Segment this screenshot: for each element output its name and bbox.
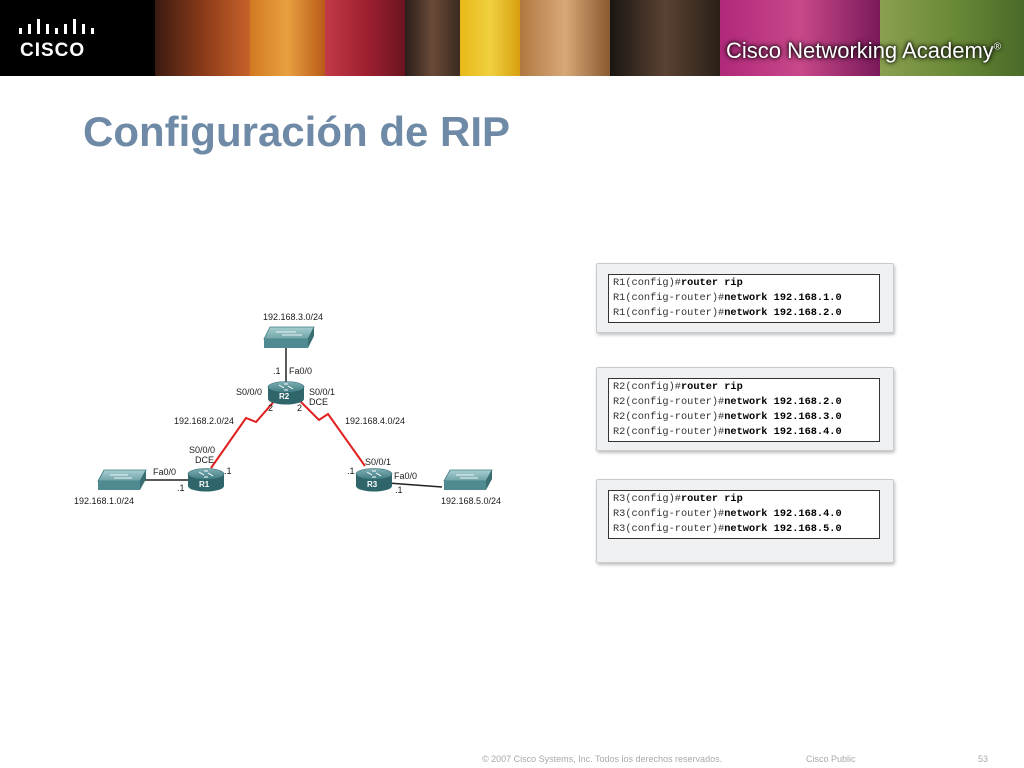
academy-text: Cisco Networking Academy — [726, 38, 994, 63]
router-r1-label: R1 — [199, 480, 210, 489]
config-box-r2: R2(config)#router rip R2(config-router)#… — [596, 367, 894, 451]
cisco-logo: CISCO — [0, 0, 155, 76]
config-line: R2(config-router)#network 192.168.4.0 — [613, 426, 842, 438]
cisco-bars-icon — [19, 19, 94, 34]
network-label-right-link: 192.168.4.0/24 — [345, 416, 405, 426]
academy-registered-mark: ® — [993, 41, 1002, 53]
footer-classification: Cisco Public — [806, 754, 856, 764]
academy-brand: Cisco Networking Academy® — [726, 38, 1001, 64]
banner-photo-1 — [155, 0, 250, 76]
banner-photo-7 — [610, 0, 720, 76]
switch-left — [97, 469, 147, 490]
footer-copyright: © 2007 Cisco Systems, Inc. Todos los der… — [482, 754, 723, 764]
config-box-r3: R3(config)#router rip R3(config-router)#… — [596, 479, 894, 563]
r2-serial-left-label: S0/0/0 — [236, 387, 262, 397]
config-line: R2(config)#router rip — [613, 381, 743, 393]
config-terminal-r1: R1(config)#router rip R1(config-router)#… — [608, 274, 880, 323]
network-label-lan-right: 192.168.5.0/24 — [441, 496, 501, 506]
config-box-r1: R1(config)#router rip R1(config-router)#… — [596, 263, 894, 333]
config-line: R2(config-router)#network 192.168.3.0 — [613, 411, 842, 423]
switch-right — [443, 469, 493, 490]
config-line: R1(config-router)#network 192.168.1.0 — [613, 292, 842, 304]
link-r3-switch-right — [387, 482, 443, 488]
cisco-wordmark: CISCO — [20, 40, 86, 61]
r1-serial-host-label: .1 — [224, 466, 232, 476]
banner-photo-6 — [520, 0, 610, 76]
r2-fa-host-label: .1 — [273, 366, 281, 376]
r3-fa-label: Fa0/0 — [394, 471, 417, 481]
config-terminal-r3: R3(config)#router rip R3(config-router)#… — [608, 490, 880, 539]
r2-fa-label: Fa0/0 — [289, 366, 312, 376]
config-line: R1(config-router)#network 192.168.2.0 — [613, 307, 842, 319]
serial-link-r2-r3 — [296, 397, 366, 467]
r2-dce-label: DCE — [309, 397, 328, 407]
network-label-left-link: 192.168.2.0/24 — [174, 416, 234, 426]
router-r2: R2 — [267, 381, 305, 405]
r2-host-left-label: 2 — [268, 403, 273, 413]
config-terminal-r2: R2(config)#router rip R2(config-router)#… — [608, 378, 880, 442]
r1-dce-label: DCE — [195, 455, 214, 465]
router-r2-label: R2 — [279, 392, 290, 401]
config-line: R3(config-router)#network 192.168.5.0 — [613, 523, 842, 535]
config-line: R1(config)#router rip — [613, 277, 743, 289]
r2-serial-right-label: S0/0/1 — [309, 387, 335, 397]
r3-serial-host-label: .1 — [347, 466, 355, 476]
router-r1: R1 — [187, 468, 225, 492]
slide-title: Configuración de RIP — [83, 108, 511, 155]
network-diagram: R2 R1 R3 192.168.3.0/24 .1 Fa0/0 S0/0/0 … — [74, 312, 501, 506]
header-banner: CISCO Cisco Networking Academy® — [0, 0, 1024, 76]
serial-link-r1-r2 — [210, 397, 278, 469]
config-line: R2(config-router)#network 192.168.2.0 — [613, 396, 842, 408]
banner-photo-3 — [325, 0, 405, 76]
r1-fa-label: Fa0/0 — [153, 467, 176, 477]
banner-photo-5 — [460, 0, 520, 76]
r1-serial-label: S0/0/0 — [189, 445, 215, 455]
network-label-lan-left: 192.168.1.0/24 — [74, 496, 134, 506]
banner-photo-9 — [880, 0, 1024, 76]
banner-photo-2 — [250, 0, 325, 76]
config-line: R3(config-router)#network 192.168.4.0 — [613, 508, 842, 520]
r3-fa-host-label: .1 — [395, 485, 403, 495]
banner-photo-8 — [720, 0, 880, 76]
switch-top — [263, 326, 315, 348]
banner-photo-4 — [405, 0, 460, 76]
r2-host-right-label: 2 — [297, 403, 302, 413]
r3-serial-label: S0/0/1 — [365, 457, 391, 467]
page-number: 53 — [978, 754, 989, 764]
router-r3-label: R3 — [367, 480, 378, 489]
router-r3: R3 — [355, 468, 393, 492]
network-label-top: 192.168.3.0/24 — [263, 312, 323, 322]
r1-fa-host-label: .1 — [177, 483, 185, 493]
config-line: R3(config)#router rip — [613, 493, 743, 505]
